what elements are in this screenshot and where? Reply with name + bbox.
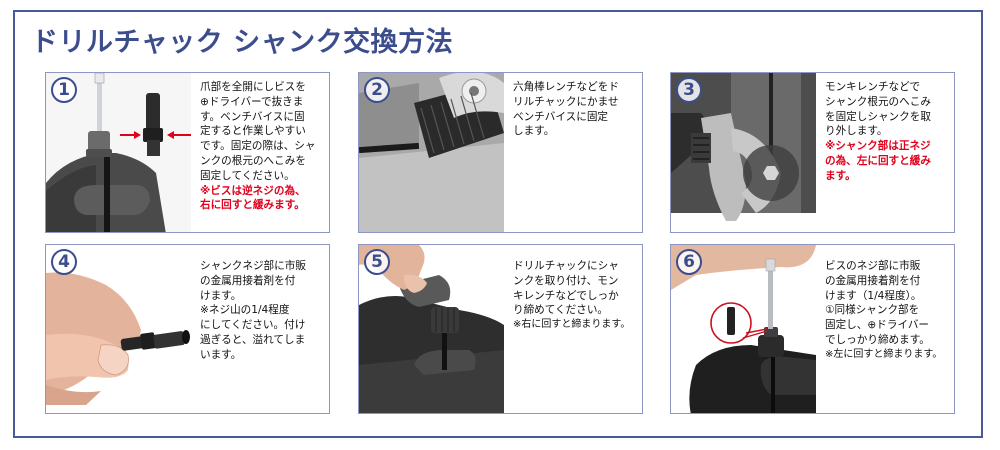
instruction-line: します。 (513, 125, 555, 138)
instruction-line: す。ベンチバイスに固 (200, 110, 305, 123)
instruction-line: 固定し、⊕ドライバー (825, 319, 930, 332)
step-number-badge: 5 (364, 249, 390, 275)
instruction-line: キレンチなどでしっか (513, 289, 619, 302)
step-4-instructions: シャンクネジ部に市販 の金属用接着剤を付 けます。 ※ネジ山の1/4程度 にして… (200, 259, 326, 363)
instruction-line: モンキレンチなどで (825, 81, 921, 93)
step-panel-4: 4 シャンクネジ部に市販 の金属用接着剤を付 けます。 ※ネジ山の1/4程度 に… (45, 244, 330, 414)
instruction-line: リルチャックにかませ (513, 95, 619, 108)
instruction-line: ⊕ドライバーで抜きま (200, 95, 304, 108)
step-5-instructions: ドリルチャックにシャ ンクを取り付け、モン キレンチなどでしっか り締めてくださ… (513, 259, 639, 333)
step-panel-5: 5 ドリルチャックにシャ ンクを取り付け、モン キレンチなどでしっか り締めてく… (358, 244, 643, 414)
instruction-line: けます。 (200, 289, 242, 302)
warning-line: 右に回すと緩みます。 (200, 199, 305, 212)
warning-line: ます。 (825, 169, 856, 182)
instruction-line: ンクを取り付け、モン (513, 274, 619, 287)
step-5-photo (359, 245, 504, 413)
step-panel-2: 2 六角棒レンチなどをド リルチャックにかませ ベンチバイスに固定 します。 (358, 72, 643, 233)
step-number-badge: 4 (51, 249, 77, 275)
instruction-line: です。固定の際は、シャ (200, 140, 316, 153)
instruction-line: り外します。 (825, 125, 888, 138)
step-2-photo (359, 73, 504, 232)
instruction-line: 過ぎると、溢れてしま (200, 333, 306, 346)
instruction-line: います。 (200, 348, 242, 361)
instruction-line: 固定してください。 (200, 169, 295, 182)
step-2-instructions: 六角棒レンチなどをド リルチャックにかませ ベンチバイスに固定 します。 (513, 80, 639, 139)
instruction-line: ※右に回すと締まります。 (513, 319, 631, 331)
instruction-line: にしてください。付け (200, 319, 306, 332)
instruction-line: ベンチバイスに固定 (513, 110, 609, 123)
warning-line: ※シャンク部は正ネジ (825, 140, 931, 153)
instruction-line: ※ネジ山の1/4程度 (200, 304, 290, 317)
instruction-line: ンクの根元のへこみを (200, 154, 306, 167)
instruction-line: ビスのネジ部に市販 (825, 260, 921, 272)
instruction-line: 定すると作業しやすい (200, 125, 306, 138)
step-6-instructions: ビスのネジ部に市販 の金属用接着剤を付 けます（1/4程度）。 ①同様シャンク部… (825, 259, 951, 363)
instruction-line: ドリルチャックにシャ (513, 260, 619, 272)
instruction-line: ※左に回すと締まります。 (825, 348, 943, 360)
step-3-photo (671, 73, 816, 232)
step-panel-1: 1 爪部を全開にしビスを ⊕ドライバーで抜きま す。ベンチバイスに固 定すると作… (45, 72, 330, 233)
page-title: ドリルチャック シャンク交換方法 (31, 27, 454, 58)
step-panel-3: 3 モンキレンチなどで シャンク根元のへこみ を固定しシャンクを取 り外します。… (670, 72, 955, 233)
instruction-line: 爪部を全開にしビスを (200, 81, 306, 93)
instruction-line: シャンクネジ部に市販 (200, 260, 306, 272)
warning-line: ※ビスは逆ネジの為、 (200, 184, 306, 197)
step-number-badge: 2 (364, 77, 390, 103)
instruction-line: けます（1/4程度）。 (825, 289, 922, 302)
step-panel-6: 6 ビスのネジ部に市販 の金属用接着剤を付 けます（1/4程度）。 ①同様シャン… (670, 244, 955, 414)
step-4-photo (46, 245, 191, 413)
instruction-line: 六角棒レンチなどをド (513, 81, 619, 93)
instruction-line: の金属用接着剤を付 (825, 274, 921, 287)
step-3-instructions: モンキレンチなどで シャンク根元のへこみ を固定しシャンクを取 り外します。 ※… (825, 80, 951, 184)
instruction-line: ①同様シャンク部を (825, 304, 920, 317)
instruction-line: でしっかり締めます。 (825, 333, 930, 346)
warning-line: の為、左に回すと緩み (825, 154, 931, 167)
instruction-line: を固定しシャンクを取 (825, 110, 931, 123)
instruction-line: シャンク根元のへこみ (825, 95, 931, 108)
step-number-badge: 6 (676, 249, 702, 275)
step-1-instructions: 爪部を全開にしビスを ⊕ドライバーで抜きま す。ベンチバイスに固 定すると作業し… (200, 80, 326, 213)
instruction-line: の金属用接着剤を付 (200, 274, 296, 287)
step-number-badge: 1 (51, 77, 77, 103)
instruction-line: り締めてください。 (513, 304, 609, 317)
step-number-badge: 3 (676, 77, 702, 103)
